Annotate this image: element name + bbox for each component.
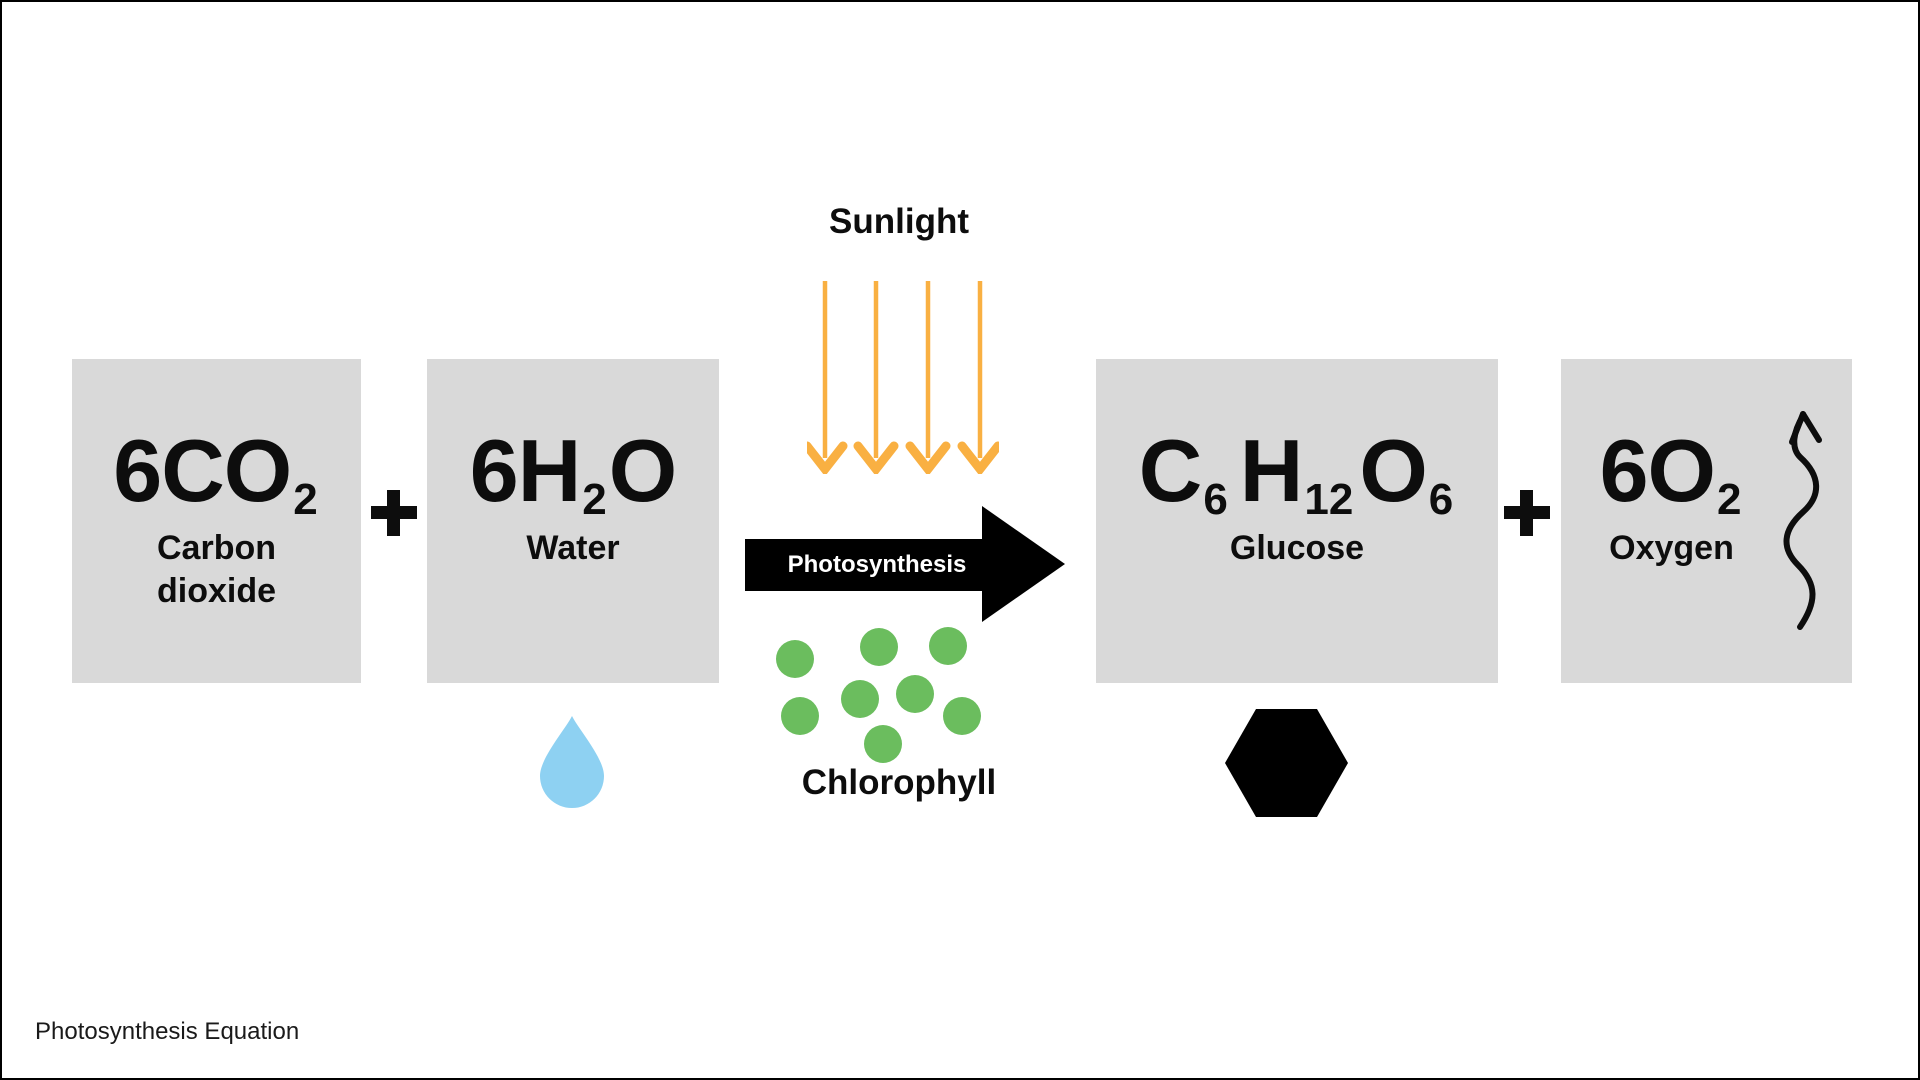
formula-o2: 6O2 bbox=[1599, 421, 1742, 525]
water-label: Water bbox=[526, 529, 620, 567]
glucose-hexagon-icon bbox=[1225, 709, 1348, 817]
reactant-box-water: 6H2O Water bbox=[427, 359, 719, 683]
water-droplet-icon bbox=[540, 716, 604, 808]
chlorophyll-dot bbox=[781, 697, 819, 735]
reactant-box-carbon-dioxide: 6CO2 Carbon dioxide bbox=[72, 359, 361, 683]
chlorophyll-label: Chlorophyll bbox=[801, 763, 997, 802]
chlorophyll-dot bbox=[943, 697, 981, 735]
diagram-title-caption: Photosynthesis Equation bbox=[35, 1018, 300, 1045]
oxygen-release-arrow-icon bbox=[1783, 411, 1822, 630]
formula-h2o: 6H2O bbox=[469, 421, 677, 525]
photosynthesis-arrow-label: Photosynthesis bbox=[787, 551, 967, 578]
arrow-head bbox=[982, 506, 1065, 622]
sunlight-rays-icon bbox=[807, 281, 999, 474]
arrow-shaft bbox=[745, 539, 982, 591]
chlorophyll-dot bbox=[929, 627, 967, 665]
chlorophyll-dot bbox=[896, 675, 934, 713]
plus-operator-2: + bbox=[1504, 490, 1550, 536]
plus-operator-1: + bbox=[371, 490, 417, 536]
chlorophyll-dot bbox=[841, 680, 879, 718]
formula-co2: 6CO2 bbox=[113, 421, 318, 525]
glucose-label: Glucose bbox=[1229, 529, 1365, 567]
chlorophyll-dot bbox=[860, 628, 898, 666]
sunlight-label: Sunlight bbox=[829, 202, 969, 241]
chlorophyll-dot bbox=[776, 640, 814, 678]
carbon-dioxide-label: Carbon dioxide bbox=[156, 529, 277, 610]
photosynthesis-arrow: Photosynthesis bbox=[745, 506, 1065, 622]
chlorophyll-dot bbox=[864, 725, 902, 763]
oxygen-label: Oxygen bbox=[1609, 529, 1734, 567]
